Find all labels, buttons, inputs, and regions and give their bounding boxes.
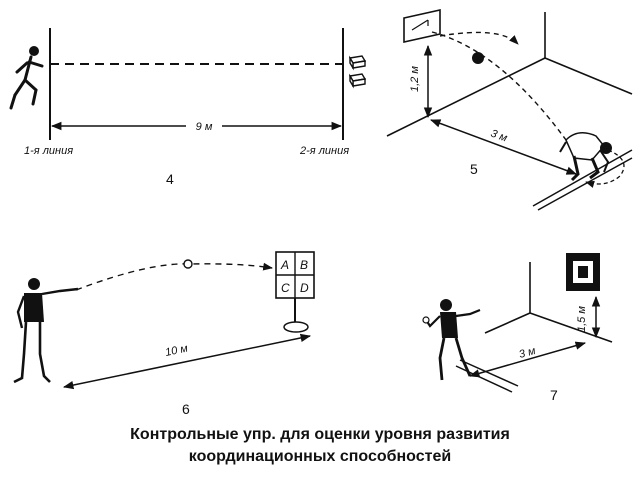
wall-target (403, 9, 441, 43)
distance-label-3m: 3 м (489, 128, 509, 145)
crouching-athlete-figure (559, 132, 612, 182)
first-line-label: 1-я линия (24, 145, 73, 157)
floor-strip (532, 149, 633, 207)
throwing-athlete-figure (13, 278, 79, 384)
throw-arc-dashed (439, 31, 519, 45)
height-label-7: 1,5 м (576, 306, 588, 332)
blocks-icon (348, 55, 367, 89)
distance-label-10m: 10 м (164, 342, 189, 359)
panel-number-7: 7 (550, 387, 558, 403)
grid-cell-b: B (300, 258, 308, 272)
distance-arrow-3m (430, 119, 577, 175)
panel-7-ball-throw-at-square-target: 1,5 м 3 м 7 (422, 253, 613, 403)
grid-target: A B C D (275, 251, 315, 333)
distance-label-9m: 9 м (196, 121, 213, 133)
square-target (566, 253, 600, 291)
distance-arrow-10m (62, 333, 312, 390)
panel-number-5: 5 (470, 161, 478, 177)
height-label: 1,2 м (409, 66, 421, 92)
panel-number-4: 4 (166, 171, 174, 187)
ball-in-flight (183, 259, 193, 269)
ball (472, 52, 484, 64)
throw-trajectory-dashed (75, 262, 273, 291)
distance-arrow-3m-7 (468, 341, 587, 378)
second-line-label: 2-я линия (299, 145, 349, 157)
panel-number-6: 6 (182, 401, 190, 417)
caption-line-2: координационных способностей (188, 448, 452, 465)
distance-label-3m-7: 3 м (518, 345, 538, 361)
athlete-figure-7 (422, 299, 481, 381)
return-arc-dashed (431, 31, 567, 141)
grid-cell-c: C (281, 281, 290, 295)
grid-cell-d: D (300, 281, 309, 295)
catch-arc-dashed (585, 149, 625, 188)
panel-4-run-to-line: 9 м 1-я линия 2-я линия 4 (9, 28, 367, 187)
grid-cell-a: A (280, 258, 289, 272)
panel-5-ball-throw-at-target: 1,2 м 3 м 5 (386, 9, 633, 211)
caption-line-1: Контрольные упр. для оценки уровня разви… (130, 426, 510, 443)
runner-figure (9, 46, 44, 110)
figure-caption: Контрольные упр. для оценки уровня разви… (0, 424, 640, 468)
floor-strip-7 (455, 365, 513, 393)
panel-6-throw-at-grid-target: A B C D 10 м 6 (13, 251, 315, 417)
